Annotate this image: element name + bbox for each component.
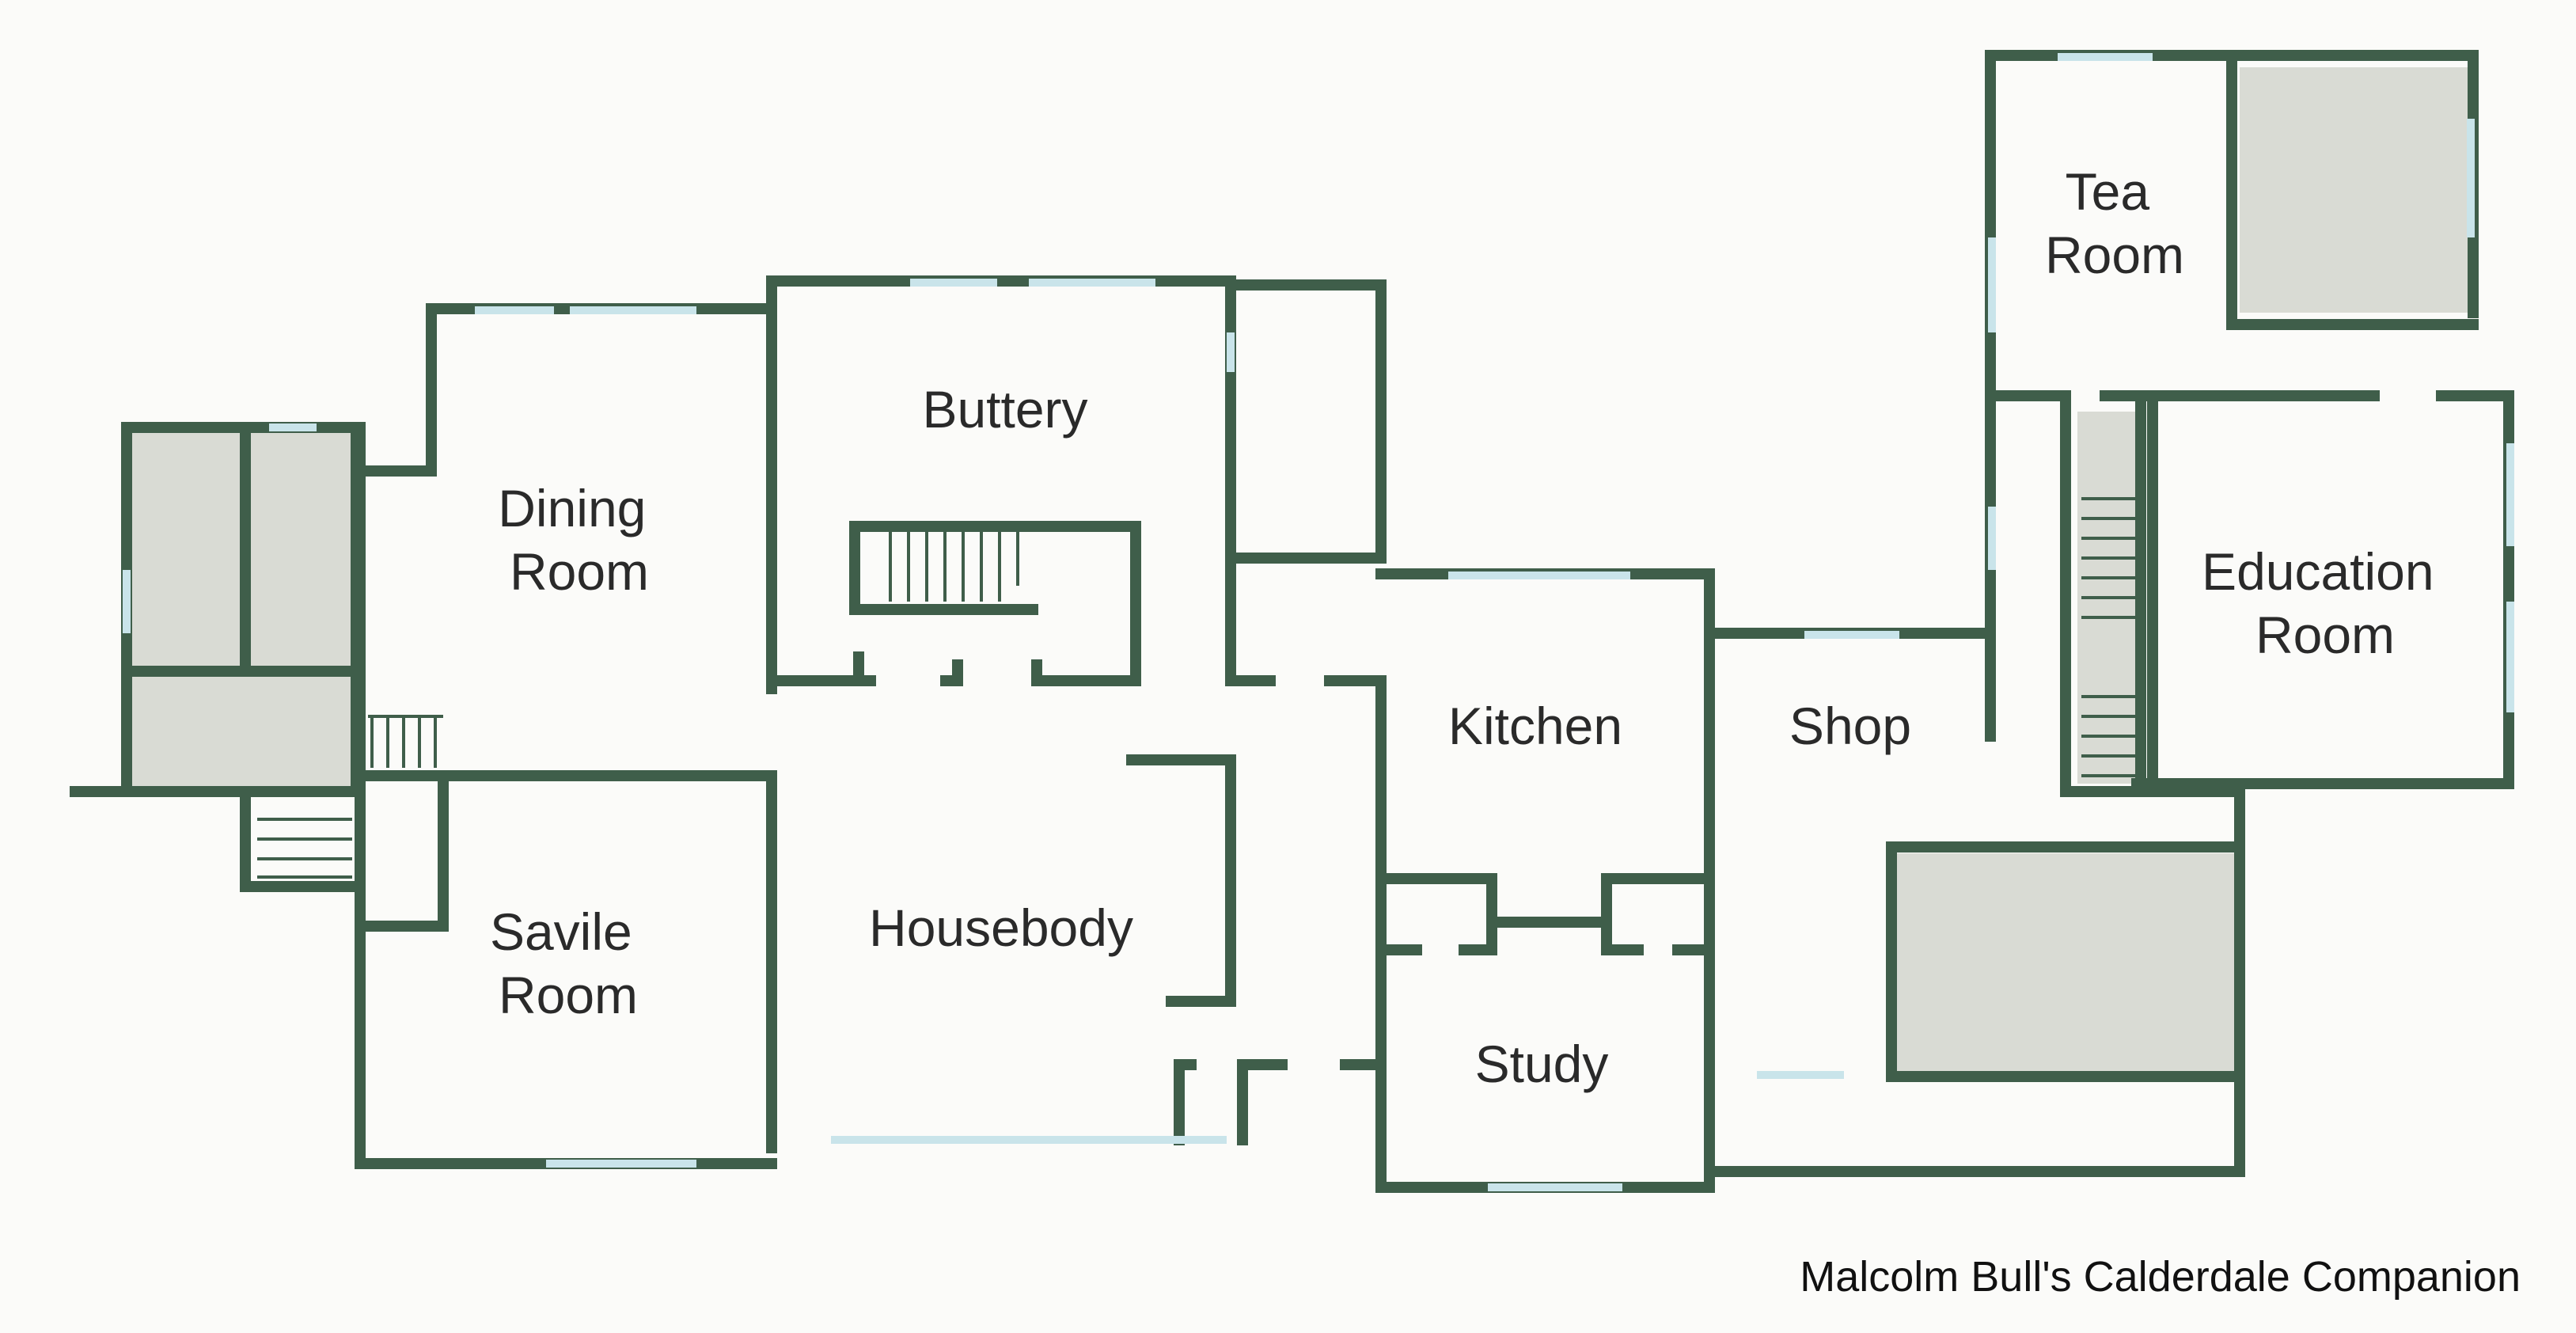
shaded-area-south-east [1891,853,2240,1075]
room-label-dining-room: Dining Room [498,479,660,601]
room-label-savile-room-line-1: Savile [490,902,632,961]
windows [123,53,2514,1191]
room-label-dining-room-line-2: Room [510,542,649,601]
room-label-education-room-line-1: Education [2202,542,2434,601]
room-label-shop: Shop [1789,697,1911,755]
room-label-buttery: Buttery [922,380,1087,439]
room-label-tea-room-line-2: Room [2045,226,2184,284]
room-label-study: Study [1475,1035,1609,1093]
room-label-dining-room-line-1: Dining [498,479,646,537]
room-label-tea-room-line-1: Tea [2066,162,2150,221]
room-label-tea-room: Tea Room [2045,162,2184,284]
room-label-kitchen: Kitchen [1448,697,1622,755]
credit-caption: Malcolm Bull's Calderdale Companion [1800,1253,2521,1301]
room-label-housebody: Housebody [869,898,1133,957]
room-label-savile-room: Savile Room [490,902,647,1024]
stairs [257,497,2137,879]
room-labels: Tea Room Buttery Dining Room Education R… [490,162,2449,1093]
shaded-area-north-east [2240,67,2469,313]
room-label-savile-room-line-2: Room [499,966,638,1024]
room-label-education-room: Education Room [2202,542,2449,664]
room-label-education-room-line-2: Room [2255,606,2395,664]
